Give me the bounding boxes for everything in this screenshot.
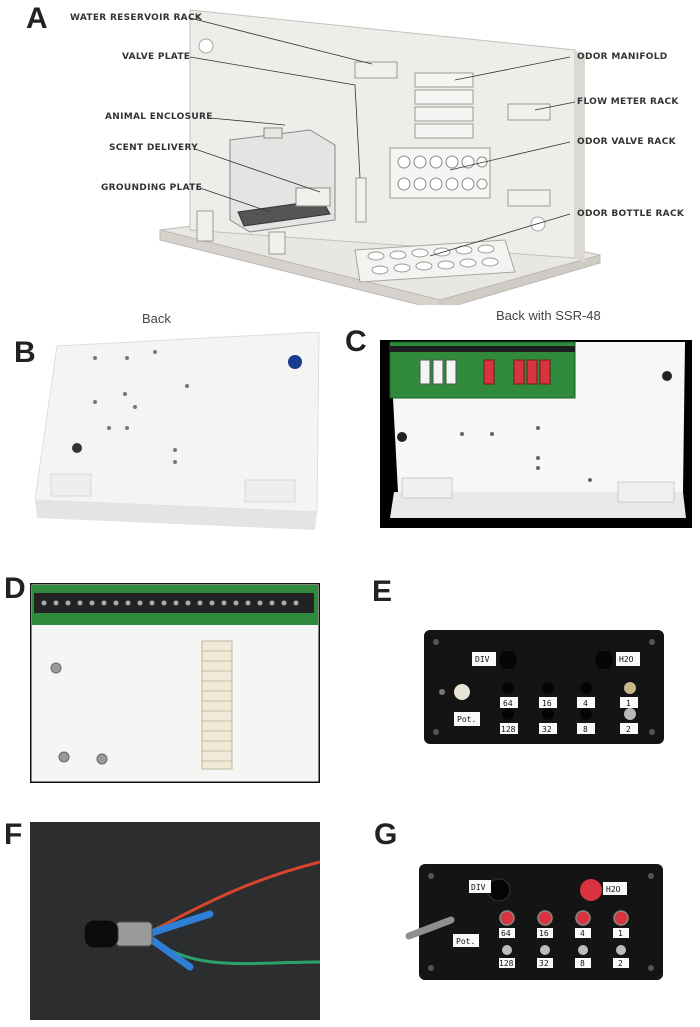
panel-a-letter: A xyxy=(26,2,48,35)
panel-e-letter: E xyxy=(372,575,393,608)
label-animal-enclosure: ANIMAL ENCLOSURE xyxy=(105,112,213,122)
panel-c-photo xyxy=(380,340,692,528)
e-label-2: 2 xyxy=(626,725,631,734)
panel-a: A xyxy=(0,0,700,305)
panel-b-photo xyxy=(35,332,323,532)
e-label-8: 8 xyxy=(583,725,588,734)
panel-b-caption: Back xyxy=(142,311,171,326)
panel-d-photo xyxy=(30,583,320,783)
e-label-1: 1 xyxy=(626,699,631,708)
g-label-32: 32 xyxy=(539,959,549,968)
g-label-8: 8 xyxy=(580,959,585,968)
panel-f-photo xyxy=(30,822,320,1020)
panel-c-caption: Back with SSR-48 xyxy=(496,308,601,323)
label-odor-valve-rack: ODOR VALVE RACK xyxy=(577,137,676,147)
panel-b-letter: B xyxy=(14,336,36,369)
g-label-2: 2 xyxy=(618,959,623,968)
g-label-16: 16 xyxy=(539,929,549,938)
e-label-64: 64 xyxy=(503,699,513,708)
panel-c-letter: C xyxy=(345,325,367,358)
g-label-1: 1 xyxy=(618,929,623,938)
label-flow-meter-rack: FLOW METER RACK xyxy=(577,97,679,107)
e-label-pot: Pot. xyxy=(457,715,476,724)
label-odor-manifold: ODOR MANIFOLD xyxy=(577,52,668,62)
panel-f-letter: F xyxy=(4,818,23,851)
e-label-128: 128 xyxy=(501,725,516,734)
g-label-h2o: H2O xyxy=(606,885,621,894)
label-valve-plate: VALVE PLATE xyxy=(122,52,191,62)
g-label-4: 4 xyxy=(580,929,585,938)
g-label-div: DIV xyxy=(471,883,486,892)
e-label-32: 32 xyxy=(542,725,552,734)
e-label-h2o: H2O xyxy=(619,655,634,664)
label-scent-delivery: SCENT DELIVERY xyxy=(109,143,199,153)
panel-d-letter: D xyxy=(4,572,26,605)
g-label-128: 128 xyxy=(499,959,514,968)
e-label-4: 4 xyxy=(583,699,588,708)
panel-e-photo: DIV H2O Pot. 64 16 4 1 128 32 8 2 xyxy=(420,628,668,748)
panel-g-photo: DIV H2O Pot. 64 16 4 1 128 32 8 2 xyxy=(405,862,667,984)
label-odor-bottle-rack: ODOR BOTTLE RACK xyxy=(577,209,685,219)
g-label-64: 64 xyxy=(501,929,511,938)
cad-model-drawing xyxy=(159,9,601,305)
e-label-div: DIV xyxy=(475,655,490,664)
g-label-pot: Pot. xyxy=(456,937,475,946)
label-grounding-plate: GROUNDING PLATE xyxy=(101,183,203,193)
panel-g-letter: G xyxy=(374,818,398,851)
label-water-reservoir-rack: WATER RESERVOIR RACK xyxy=(70,13,203,23)
e-label-16: 16 xyxy=(542,699,552,708)
